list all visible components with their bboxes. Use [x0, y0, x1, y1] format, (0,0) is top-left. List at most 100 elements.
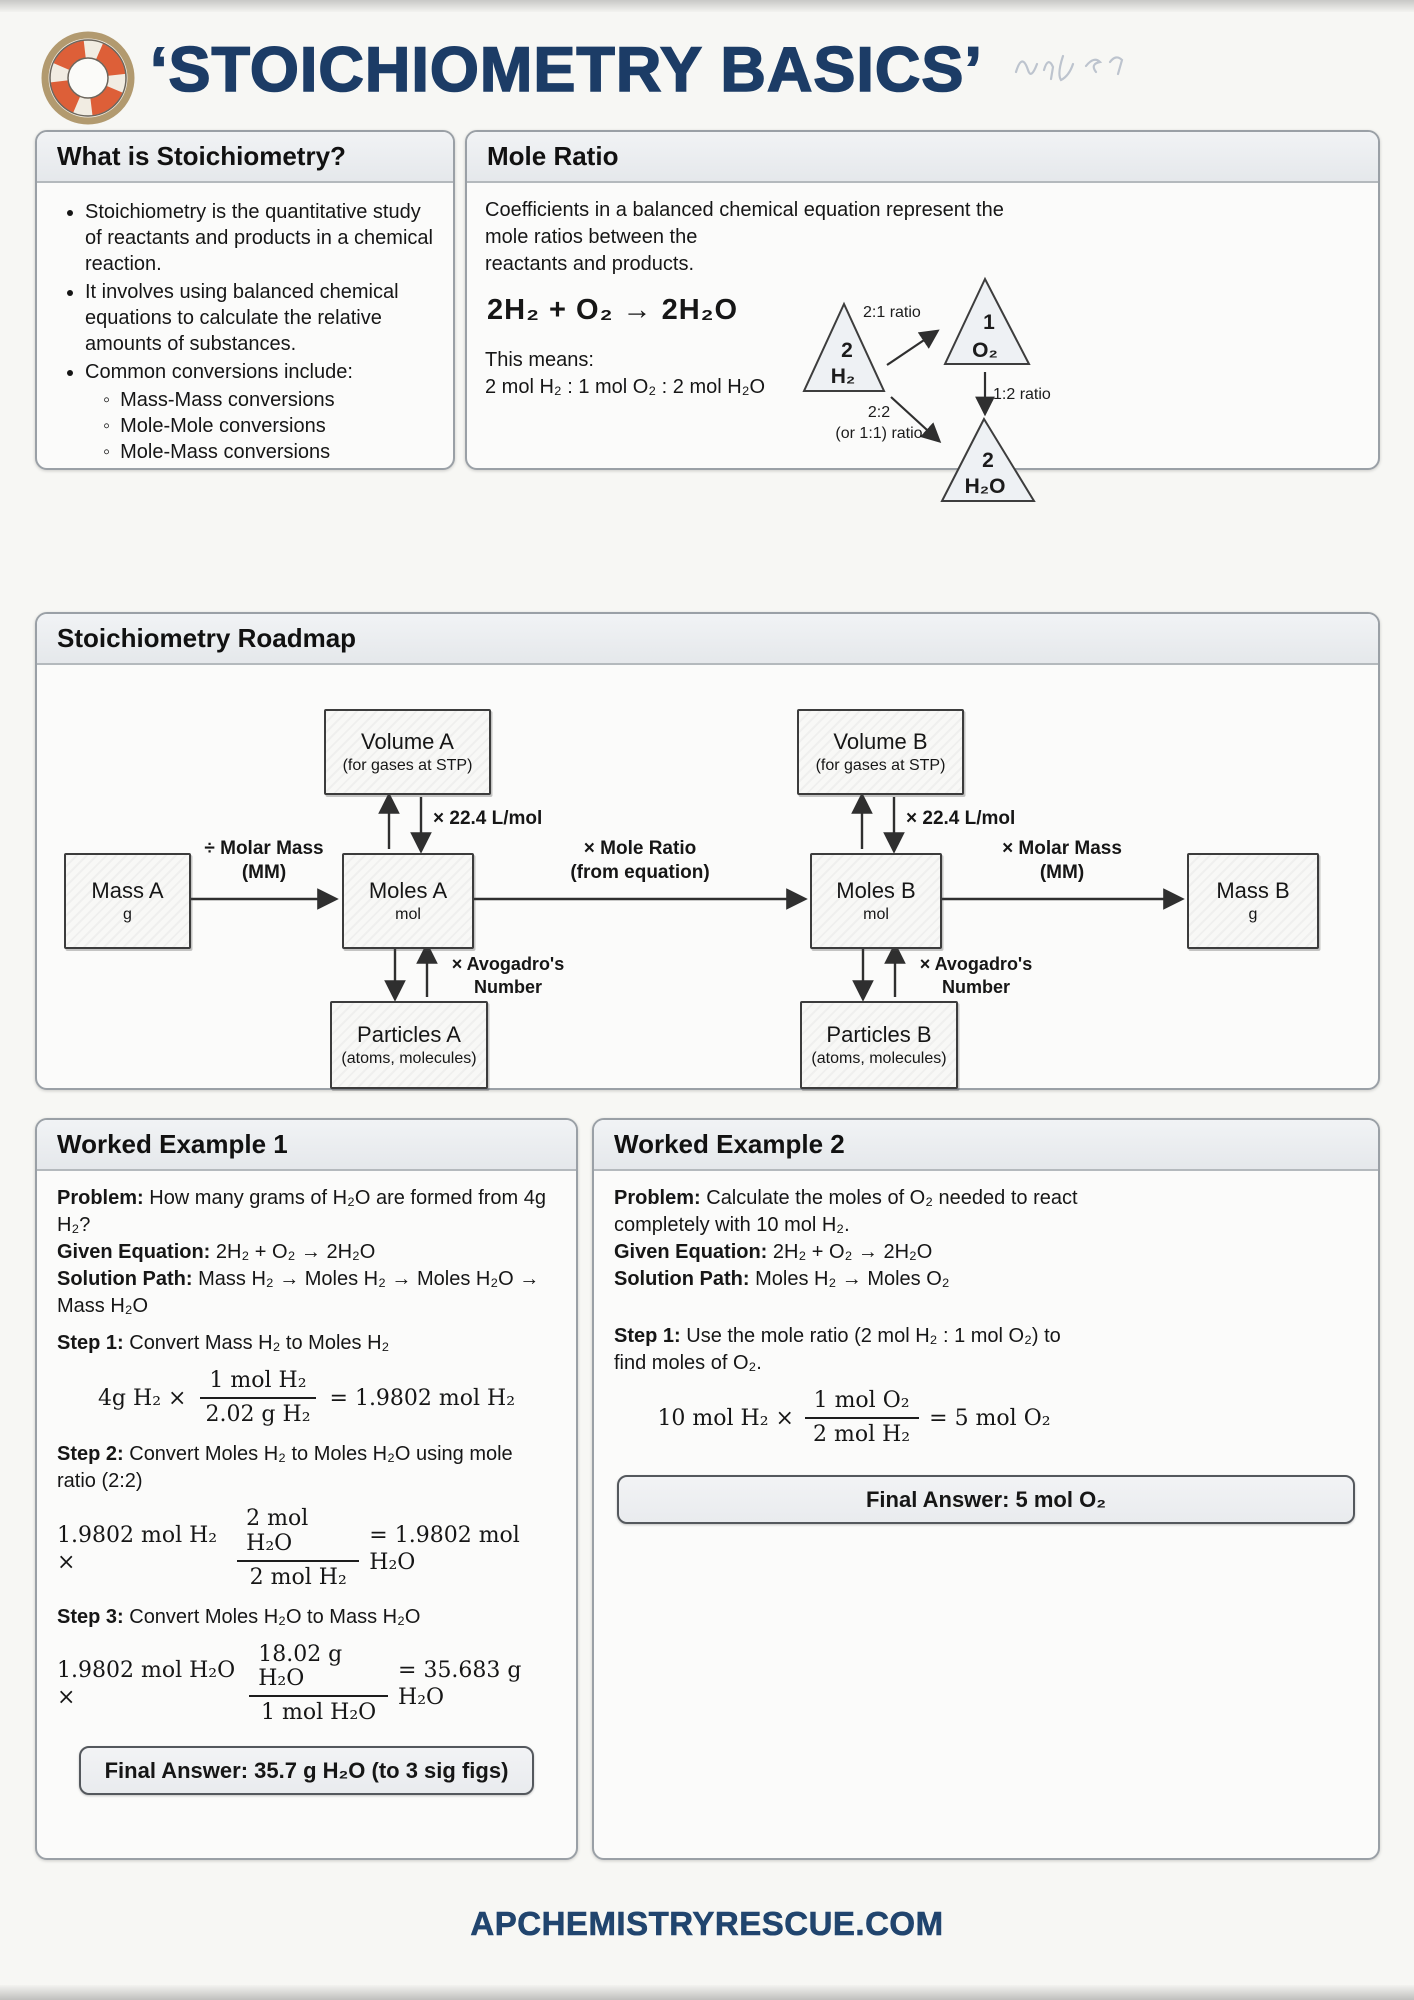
- card-title: Worked Example 1: [37, 1120, 576, 1171]
- step-label: Step 1:: [614, 1325, 681, 1347]
- roadmap-node-particles-b: Particles B (atoms, molecules): [800, 1001, 958, 1089]
- path-label: Solution Path:: [614, 1268, 750, 1290]
- o2-triangle: [943, 276, 1031, 365]
- final-answer-pill: Final Answer: 5 mol O₂: [617, 1475, 1355, 1525]
- node-sublabel: (atoms, molecules): [341, 1050, 477, 1067]
- fraction: 1 mol O₂ 2 mol H₂: [804, 1388, 919, 1448]
- step-3-line: Step 3: Convert Moles H₂O to Mass H₂O: [57, 1604, 556, 1631]
- roadmap-label-mole-ratio: × Mole Ratio (from equation): [570, 838, 710, 883]
- problem-label: Problem:: [57, 1187, 144, 1209]
- step-text: Convert Moles H₂ to Moles H₂O using mole…: [57, 1443, 513, 1493]
- given-label: Given Equation:: [57, 1241, 211, 1263]
- step-2-line: Step 2: Convert Moles H₂ to Moles H₂O us…: [57, 1441, 556, 1495]
- equation-step-1: 4g H₂ × 1 mol H₂ 2.02 g H₂ = 1.9802 mol …: [57, 1368, 556, 1428]
- fraction-numerator: 2 mol H₂O: [237, 1507, 360, 1562]
- mole-ratio-triangle-diagram: 2 H₂ 1 O₂ 2 H₂O 2:1 ratio 1:2 ratio 2:2 …: [802, 276, 1051, 502]
- roadmap-label-times-molar-mass: × Molar Mass (MM): [1002, 838, 1122, 883]
- step-text: Use the mole ratio (2 mol H₂ : 1 mol O₂)…: [614, 1325, 1061, 1374]
- roadmap-label-divide-molar-mass: ÷ Molar Mass (MM): [204, 838, 324, 883]
- page-title: ‘STOICHIOMETRY BASICS’: [149, 34, 983, 106]
- balanced-equation: 2H₂ + O₂ → 2H₂O: [487, 294, 739, 326]
- equation-lead: 1.9802 mol H₂O ×: [57, 1658, 236, 1711]
- ratio-label-1-2: 1:2 ratio: [993, 386, 1051, 403]
- worked-example-1-card: Worked Example 1 Problem: How many grams…: [35, 1118, 578, 1860]
- footer-site-name: APCHEMISTRYRESCUE.COM: [470, 1905, 944, 1943]
- solution-path-line: Solution Path: Mass H₂ → Moles H₂ → Mole…: [57, 1266, 556, 1320]
- definition-list: Stoichiometry is the quantitative study …: [55, 199, 435, 465]
- equation-step-2: 1.9802 mol H₂ × 2 mol H₂O 2 mol H₂ = 1.9…: [57, 1507, 556, 1590]
- equation-step-3: 1.9802 mol H₂O × 18.02 g H₂O 1 mol H₂O =…: [57, 1642, 556, 1726]
- h2o-formula: H₂O: [965, 475, 1006, 498]
- node-label: Volume B: [833, 729, 928, 754]
- path-text: Moles H₂ → Moles O₂: [749, 1268, 950, 1290]
- fraction-denominator: 2.02 g H₂: [205, 1402, 311, 1428]
- node-label: Mass B: [1216, 878, 1290, 903]
- node-sublabel: mol: [395, 906, 421, 923]
- h2o-coefficient: 2: [982, 449, 994, 472]
- h2-to-o2-arrow: [886, 329, 940, 366]
- this-means-label: This means:: [485, 349, 594, 371]
- path-text: Mass H₂ → Moles H₂ → Moles H₂O → Mass H₂…: [57, 1268, 540, 1317]
- o2-coefficient: 1: [983, 311, 995, 334]
- node-sublabel: (for gases at STP): [342, 757, 473, 774]
- step-label: Step 3:: [57, 1605, 124, 1628]
- problem-line: Problem: How many grams of H₂O are forme…: [57, 1185, 556, 1239]
- equation-step-1: 10 mol H₂ × 1 mol O₂ 2 mol H₂ = 5 mol O₂: [614, 1388, 1094, 1448]
- bullet-item: Common conversions include:: [85, 359, 435, 385]
- fraction-numerator: 1 mol H₂: [200, 1368, 316, 1400]
- equation-lead: 10 mol H₂ ×: [657, 1405, 794, 1431]
- fraction-numerator: 1 mol O₂: [804, 1388, 919, 1420]
- roadmap-node-volume-a: Volume A (for gases at STP): [324, 709, 491, 795]
- fraction-denominator: 2 mol H₂: [813, 1422, 911, 1448]
- fraction-denominator: 2 mol H₂: [249, 1564, 347, 1590]
- conversion-types-list: Mass-Mass conversions Mole-Mole conversi…: [85, 387, 435, 465]
- fraction-denominator: 1 mol H₂O: [261, 1700, 377, 1726]
- h2-coefficient: 2: [841, 339, 853, 362]
- step-text: Convert Mass H₂ to Moles H₂: [123, 1332, 390, 1354]
- mole-ratio-line: 2 mol H₂ : 1 mol O₂ : 2 mol H₂O: [485, 376, 766, 398]
- node-label: Particles B: [826, 1022, 932, 1047]
- step-label: Step 1:: [57, 1332, 124, 1354]
- h2o-triangle: [940, 416, 1036, 502]
- sub-bullet-item: Mass-Mass conversions: [103, 387, 435, 413]
- final-answer-pill: Final Answer: 35.7 g H₂O (to 3 sig figs): [78, 1745, 535, 1795]
- node-sublabel: g: [123, 906, 132, 923]
- step-1-line: Step 1: Convert Mass H₂ to Moles H₂: [57, 1330, 556, 1357]
- roadmap-node-moles-a: Moles A mol: [342, 853, 474, 949]
- fraction: 18.02 g H₂O 1 mol H₂O: [249, 1642, 389, 1726]
- step-1-line: Step 1: Use the mole ratio (2 mol H₂ : 1…: [614, 1323, 1094, 1377]
- step-label: Step 2:: [57, 1443, 124, 1466]
- given-equation-line: Given Equation: 2H₂ + O₂ → 2H₂O: [57, 1239, 556, 1266]
- ratio-label-2-1: 2:1 ratio: [863, 304, 921, 321]
- equation-result: = 5 mol O₂: [929, 1405, 1051, 1431]
- card-title: What is Stoichiometry?: [37, 132, 453, 183]
- roadmap-label-22-4-b: × 22.4 L/mol: [906, 808, 1016, 829]
- h2-formula: H₂: [831, 365, 856, 388]
- roadmap-arrows: [189, 792, 1185, 1002]
- h2-to-h2o-arrow: [890, 396, 942, 443]
- card-title: Mole Ratio: [467, 132, 1378, 183]
- path-label: Solution Path:: [57, 1268, 193, 1290]
- given-text: 2H₂ + O₂ → 2H₂O: [767, 1241, 933, 1263]
- given-label: Given Equation:: [614, 1241, 768, 1263]
- bullet-item: It involves using balanced chemical equa…: [85, 279, 435, 357]
- node-sublabel: (for gases at STP): [815, 757, 946, 774]
- card-title: Stoichiometry Roadmap: [37, 614, 1378, 665]
- fraction-numerator: 18.02 g H₂O: [249, 1642, 389, 1698]
- bullet-item: Stoichiometry is the quantitative study …: [85, 199, 435, 277]
- sub-bullet-item: Mole-Mole conversions: [103, 413, 435, 439]
- node-label: Particles A: [357, 1022, 461, 1047]
- node-label: Moles B: [836, 878, 916, 903]
- roadmap-node-volume-b: Volume B (for gases at STP): [797, 709, 964, 795]
- node-sublabel: (atoms, molecules): [811, 1050, 947, 1067]
- lifebuoy-icon: [41, 31, 135, 125]
- solution-path-line: Solution Path: Moles H₂ → Moles O₂: [614, 1266, 1094, 1293]
- worked-example-2-card: Worked Example 2 Problem: Calculate the …: [592, 1118, 1380, 1860]
- node-label: Mass A: [91, 878, 164, 903]
- roadmap-label-avogadro-b: × Avogadro's Number: [919, 954, 1033, 997]
- fraction: 2 mol H₂O 2 mol H₂: [237, 1507, 360, 1590]
- problem-text: Calculate the moles of O₂ needed to reac…: [614, 1187, 1078, 1236]
- handwriting-scribble-icon: [1014, 54, 1124, 82]
- ratio-label-or-1-1: (or 1:1) ratio: [835, 425, 922, 442]
